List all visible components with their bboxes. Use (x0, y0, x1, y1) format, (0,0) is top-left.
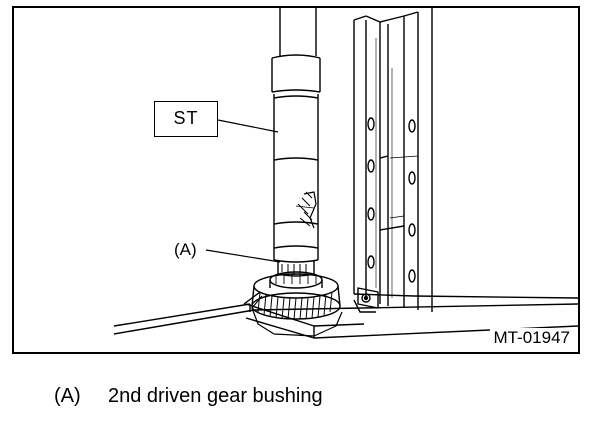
legend-item: (A) 2nd driven gear bushing (54, 384, 323, 408)
column-clamp (353, 287, 379, 313)
press-ram (271, 8, 321, 93)
st-label: ST (154, 101, 218, 137)
column-holes (367, 117, 416, 283)
special-tool-body (273, 94, 319, 263)
press-column (353, 8, 433, 312)
helical-gear (251, 271, 343, 337)
legend-key: (A) (54, 385, 81, 407)
illustration-frame: ST (A) MT-01947 (12, 6, 580, 354)
a-leader-line (205, 249, 281, 263)
figure-id: MT-01947 (490, 328, 570, 348)
st-leader-line (217, 119, 279, 133)
a-label: (A) (174, 240, 197, 259)
legend-text: 2nd driven gear bushing (108, 385, 323, 407)
press-tool-illustration (113, 8, 578, 339)
